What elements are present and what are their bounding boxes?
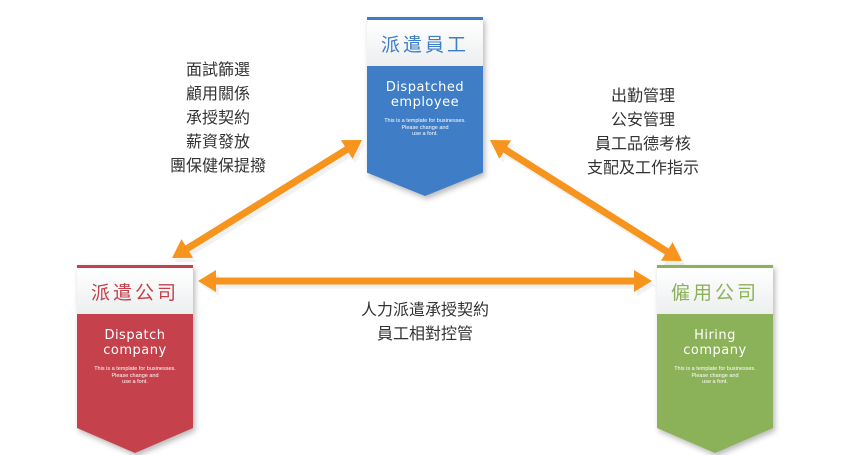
- dispatched-employee-note-2: Please change and: [401, 124, 449, 131]
- relation-item: 出勤管理: [610, 86, 675, 105]
- employee-hiring-relations: 出勤管理 公安管理 員工品德考核 支配及工作指示: [573, 84, 713, 180]
- relation-item: 團保健保提撥: [169, 156, 266, 175]
- relation-item: 人力派遣承授契約: [360, 300, 489, 319]
- dispatch-hiring-relations: 人力派遣承授契約 員工相對控管: [340, 298, 510, 346]
- dispatched-employee-note: This is a template for businesses. Pleas…: [381, 118, 469, 138]
- relation-item: 承授契約: [185, 108, 250, 127]
- relation-item: 公安管理: [610, 110, 675, 129]
- arrow-dispatch-employee-shadow: [175, 144, 365, 262]
- dispatch-employee-relations: 面試篩選 顧用關係 承授契約 薪資發放 團保健保提撥: [158, 58, 278, 178]
- arrow-dispatch-hiring: [198, 270, 652, 292]
- relation-item: 面試篩選: [185, 60, 250, 79]
- dispatched-employee-note-1: This is a template for businesses.: [384, 118, 466, 124]
- hiring-company-note-1: This is a template for businesses.: [674, 366, 756, 372]
- dispatch-company-note: This is a template for businesses. Pleas…: [91, 366, 179, 386]
- relation-item: 支配及工作指示: [586, 158, 699, 177]
- dispatched-employee-node: 派遣員工 Dispatched employee This is a templ…: [367, 17, 483, 196]
- dispatch-company-note-2: Please change and: [111, 372, 159, 379]
- arrow-dispatch-employee: [172, 140, 362, 258]
- hiring-company-node: 僱用公司 Hiring company This is a template f…: [657, 265, 773, 453]
- relation-item: 顧用關係: [185, 84, 250, 103]
- relation-item: 員工品德考核: [594, 134, 691, 153]
- hiring-company-note-2: Please change and: [691, 372, 739, 379]
- dispatch-company-name-2: company: [103, 343, 167, 358]
- relation-item: 員工相對控管: [376, 324, 473, 343]
- dispatch-company-name-1: Dispatch: [104, 328, 166, 343]
- dispatch-company-body: Dispatch company This is a template for …: [77, 314, 193, 453]
- arrow-dispatch-hiring-shadow: [201, 274, 655, 296]
- dispatch-company-note-3: use a font.: [122, 379, 148, 385]
- arrow-employee-hiring: [490, 140, 682, 261]
- hiring-company-note: This is a template for businesses. Pleas…: [671, 366, 759, 386]
- hiring-company-note-3: use a font.: [702, 379, 728, 385]
- dispatched-employee-name-2: employee: [390, 95, 460, 110]
- dispatched-employee-name-1: Dispatched: [385, 80, 465, 95]
- hiring-company-name-2: company: [683, 343, 747, 358]
- hiring-company-name-1: Hiring: [694, 328, 736, 343]
- dispatched-employee-title: 派遣員工: [367, 17, 483, 66]
- dispatched-employee-note-3: use a font.: [412, 131, 438, 137]
- dispatch-company-note-1: This is a template for businesses.: [94, 366, 176, 372]
- dispatch-company-title: 派遣公司: [77, 265, 193, 314]
- dispatch-company-node: 派遣公司 Dispatch company This is a template…: [77, 265, 193, 453]
- dispatched-employee-body: Dispatched employee This is a template f…: [367, 66, 483, 196]
- hiring-company-title: 僱用公司: [657, 265, 773, 314]
- relation-item: 薪資發放: [185, 132, 250, 151]
- hiring-company-body: Hiring company This is a template for bu…: [657, 314, 773, 453]
